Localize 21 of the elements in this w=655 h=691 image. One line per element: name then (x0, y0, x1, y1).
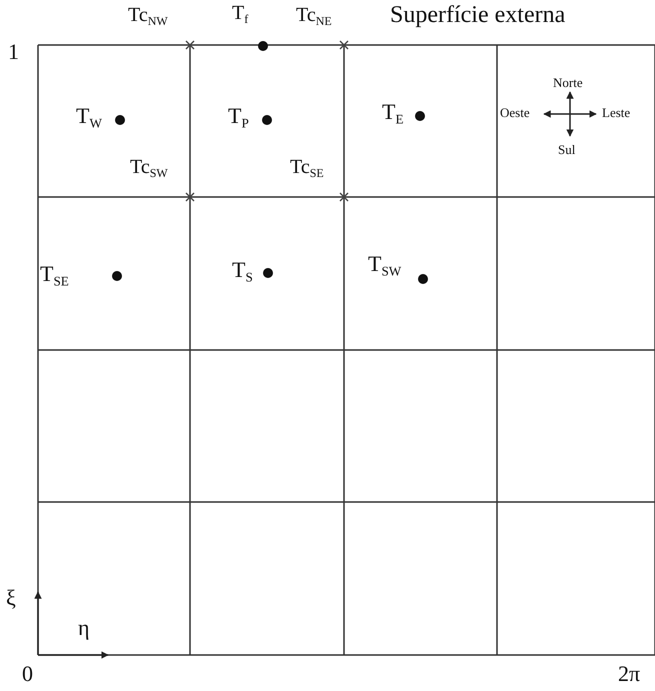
axis-label: ξ (6, 586, 16, 610)
axis-label: η (78, 616, 90, 640)
point-label: T$_{SW}$ (368, 252, 402, 280)
direction-label: Oeste (500, 106, 530, 120)
point-label: T$_{W}$ (76, 104, 102, 132)
point-label: Tc$_{NE}$ (296, 4, 332, 28)
point-label: T$_{SE}$ (40, 262, 69, 290)
point-label: T$_{S}$ (232, 258, 253, 286)
axis-tick-label: 0 (22, 662, 33, 686)
point-label: T$_{P}$ (228, 104, 249, 132)
point-label: T$_{f}$ (232, 2, 248, 26)
direction-label: Sul (558, 143, 576, 158)
direction-label: Leste (602, 106, 630, 120)
point-label: Tc$_{NW}$ (128, 4, 168, 28)
point-label: T$_{E}$ (382, 100, 404, 128)
boundary-label: Superfície externa (390, 2, 566, 28)
direction-label: Norte (553, 76, 583, 90)
point-label: Tc$_{SW}$ (130, 156, 168, 180)
axis-tick-label: 2π (618, 662, 640, 686)
point-label: Tc$_{SE}$ (290, 156, 324, 180)
axis-tick-label: 1 (8, 40, 19, 64)
